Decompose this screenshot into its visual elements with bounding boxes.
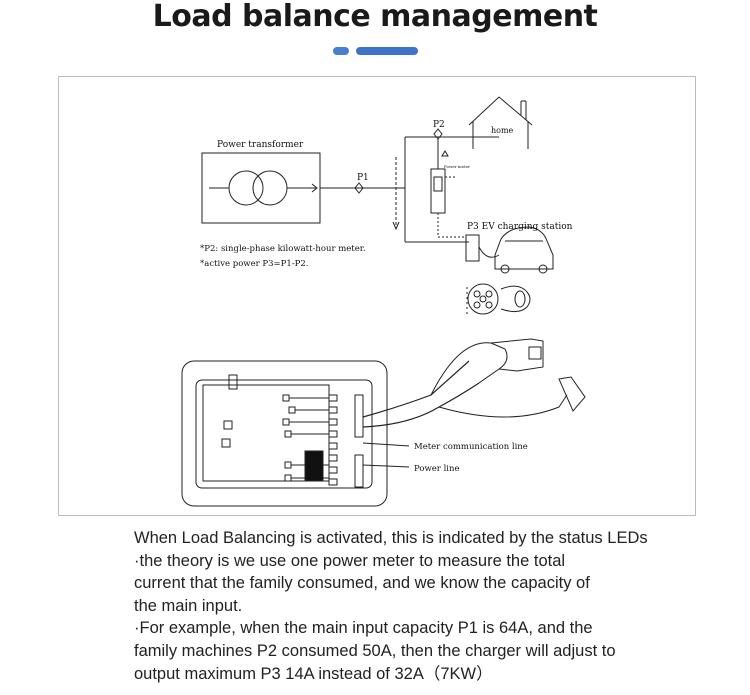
charging-gun-icon [528,346,542,360]
page-title: Load balance management [152,0,598,34]
power-meter-label: Power meter [444,164,470,169]
p2-label: P2 [433,120,445,130]
description-line: output maximum P3 14A instead of 32A（7KW… [134,664,493,683]
p1-meter-symbol [354,182,364,194]
transformer-coil-right [252,170,288,206]
home-label: home [491,126,514,135]
title-accent-bar [356,47,418,55]
plug-connector-icon [558,376,586,412]
note-p2: *P2: single-phase kilowatt-hour meter. [200,244,366,254]
terminal-block [282,394,364,488]
car-icon [494,226,554,270]
power-line-label: Power line [414,464,460,474]
title-accent-dot [333,47,349,55]
description-line: ·For example, when the main input capaci… [134,619,593,638]
description-line: family machines P2 consumed 50A, then th… [134,641,616,660]
description-line: current that the family consumed, and we… [134,574,590,593]
description-line: the main input. [134,596,243,615]
transformer-label: Power transformer [217,140,304,150]
description-line: ·the theory is we use one power meter to… [134,551,566,570]
diagram-frame: Power transformer P1 P2 home Power meter… [58,76,696,516]
type2-socket-icon [467,283,499,315]
ev-station-label: P3 EV charging station [467,222,573,232]
load-balance-diagram: Power transformer P1 P2 home Power meter… [181,96,586,507]
p1-label: P1 [357,173,369,183]
description-line: When Load Balancing is activated, this i… [134,529,648,547]
house-roof [468,96,533,126]
meter-line-label: Meter communication line [414,442,528,452]
ev-charging-station [465,234,480,262]
relay-module [304,450,324,482]
charger-enclosure [181,360,388,507]
note-active-power: *active power P3=P1-P2. [200,259,308,269]
description: When Load Balancing is activated, this i… [134,527,734,685]
